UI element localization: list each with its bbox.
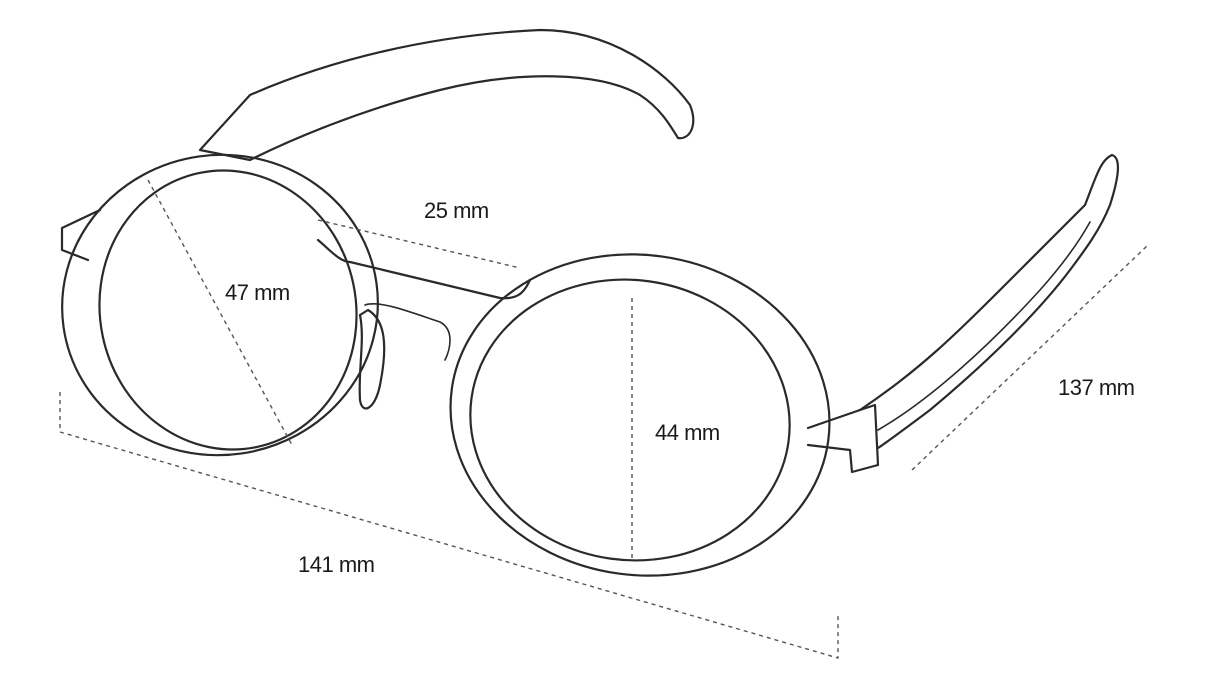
- nose-pad: [358, 308, 386, 410]
- right-rim-outer: [449, 253, 831, 577]
- near-temple-inner: [877, 221, 1091, 431]
- left-rim-outer: [61, 153, 379, 457]
- right-lens: [469, 278, 791, 562]
- bridge-width-label: 25 mm: [424, 198, 489, 223]
- temple-length-line: [911, 244, 1149, 471]
- lens-height-label: 44 mm: [655, 420, 720, 445]
- left-lens: [98, 169, 358, 451]
- total-width-label: 141 mm: [298, 552, 375, 577]
- near-temple-arm: [858, 153, 1119, 450]
- bridge: [316, 238, 532, 300]
- lens-diagonal-label: 47 mm: [225, 280, 290, 305]
- left-end-piece: [60, 208, 102, 262]
- bridge-width-line: [317, 219, 521, 269]
- lens-diagonal-line: [147, 179, 293, 446]
- temple-length-label: 137 mm: [1058, 375, 1135, 400]
- bridge-lower: [364, 303, 451, 361]
- right-end-piece: [806, 403, 880, 474]
- total-width-line: [59, 392, 839, 659]
- far-temple-arm: [198, 28, 695, 162]
